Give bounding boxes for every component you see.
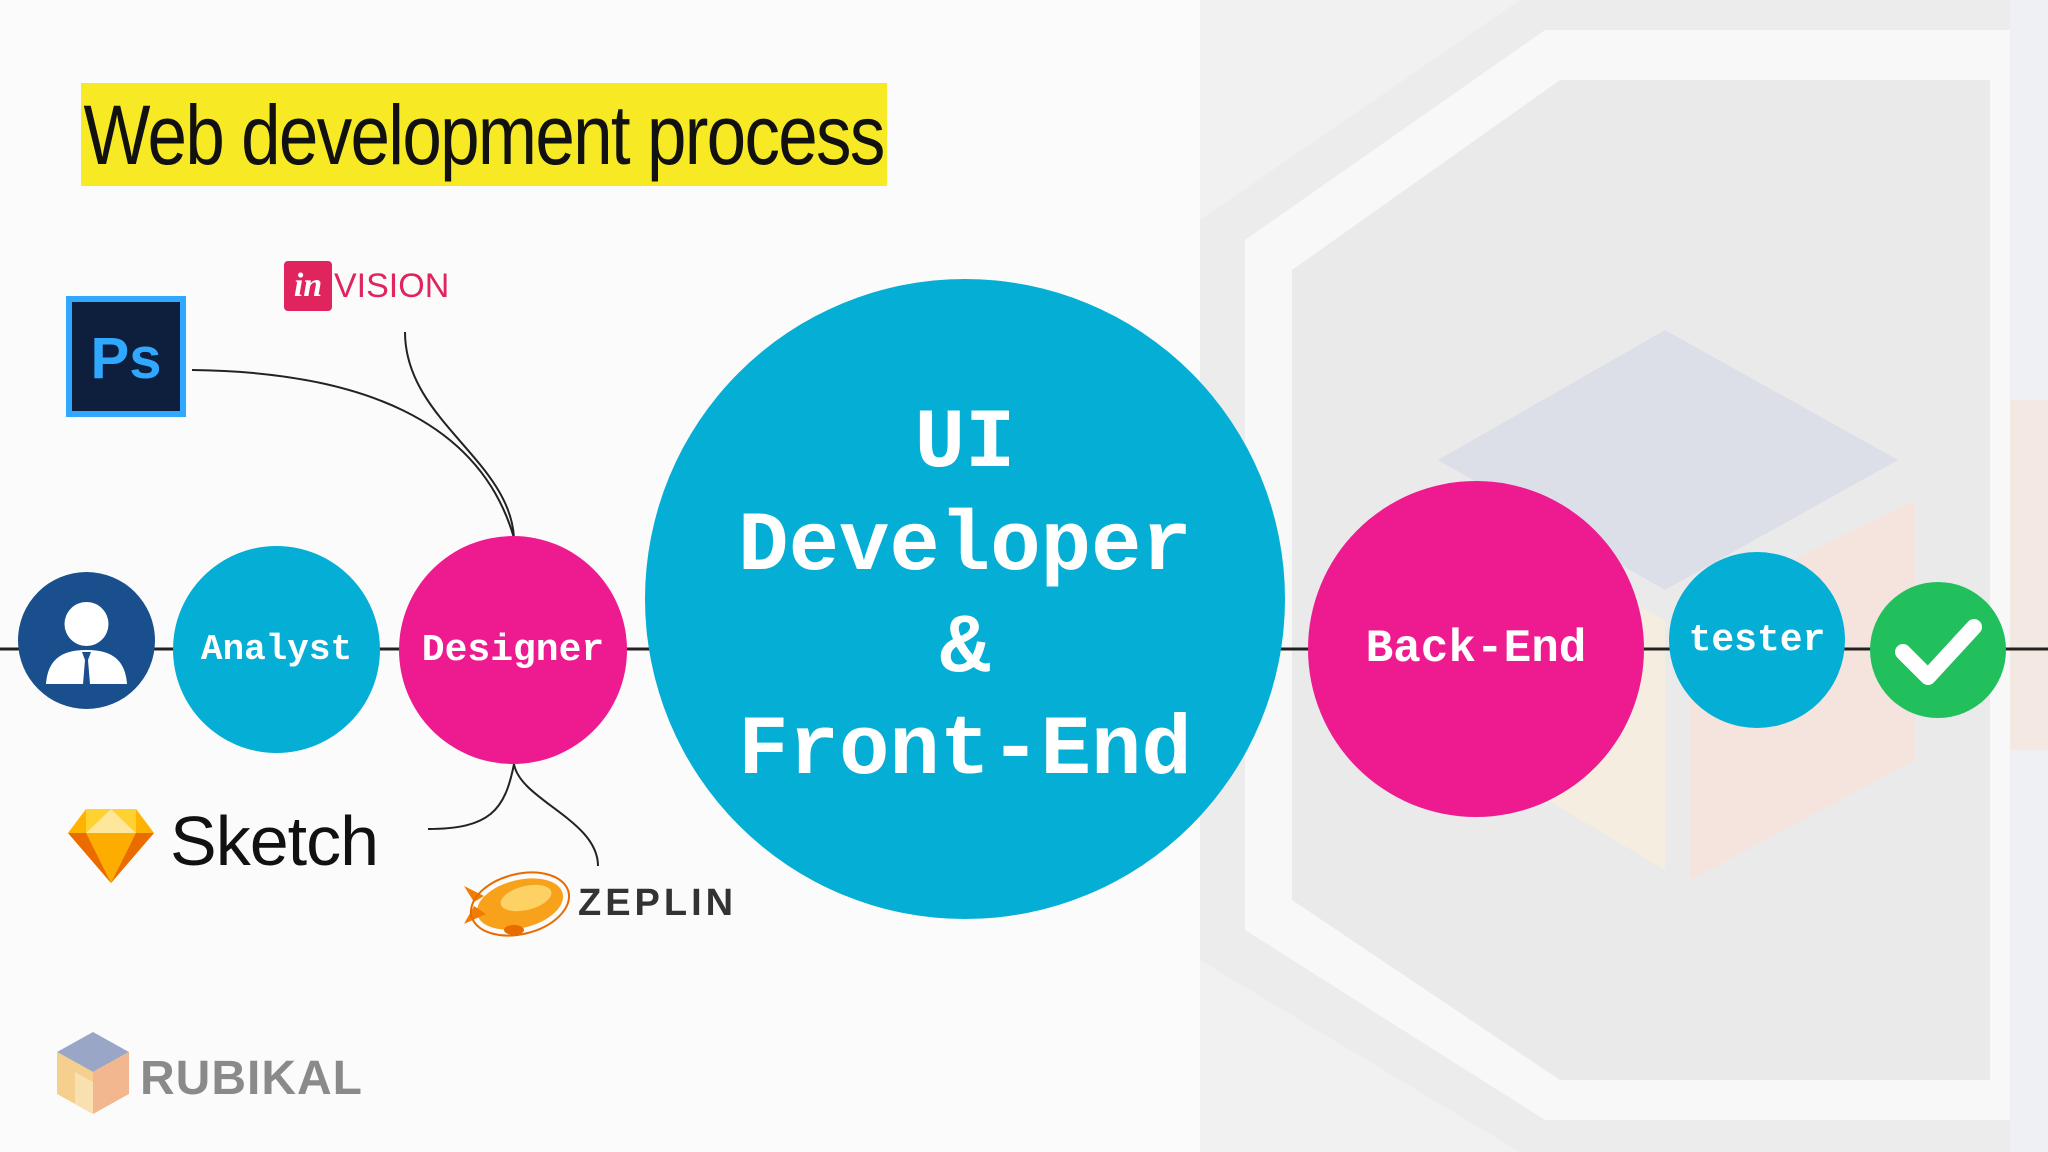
node-analyst: Analyst bbox=[173, 546, 380, 753]
invision-wordmark: VISION bbox=[334, 266, 450, 305]
rubikal-cube-icon bbox=[57, 1032, 129, 1114]
checkmark-icon bbox=[1870, 582, 2006, 718]
photoshop-icon: Ps bbox=[66, 296, 186, 417]
node-ui-developer-front-end: UI Developer & Front-End bbox=[645, 279, 1285, 919]
user-icon bbox=[18, 572, 155, 709]
node-ui-line-1: UI bbox=[914, 397, 1016, 493]
node-ui-line-3: & bbox=[939, 602, 991, 697]
sketch-icon bbox=[68, 809, 154, 883]
sketch-connector bbox=[427, 763, 515, 830]
node-designer: Designer bbox=[399, 536, 627, 764]
photoshop-label: Ps bbox=[91, 326, 162, 391]
node-ui-line-4: Front-End bbox=[738, 704, 1192, 800]
photoshop-connector bbox=[191, 369, 515, 539]
node-tester: tester bbox=[1669, 552, 1845, 728]
node-back-end: Back-End bbox=[1308, 481, 1644, 817]
zeplin-icon bbox=[464, 871, 570, 937]
node-tester-label: tester bbox=[1688, 618, 1826, 662]
invision-connector bbox=[404, 331, 515, 539]
node-ui-line-2: Developer bbox=[738, 499, 1192, 595]
invision-badge: in bbox=[284, 261, 332, 311]
page-title: Web development process bbox=[81, 83, 887, 186]
invision-icon: in VISION bbox=[284, 260, 449, 312]
zeplin-wordmark: ZEPLIN bbox=[578, 882, 738, 924]
node-analyst-label: Analyst bbox=[200, 629, 353, 670]
sketch-wordmark: Sketch bbox=[170, 802, 379, 880]
node-designer-label: Designer bbox=[421, 628, 605, 672]
zeplin-connector bbox=[513, 763, 599, 867]
node-back-end-label: Back-End bbox=[1365, 623, 1587, 675]
rubikal-wordmark: RUBIKAL bbox=[140, 1052, 363, 1105]
